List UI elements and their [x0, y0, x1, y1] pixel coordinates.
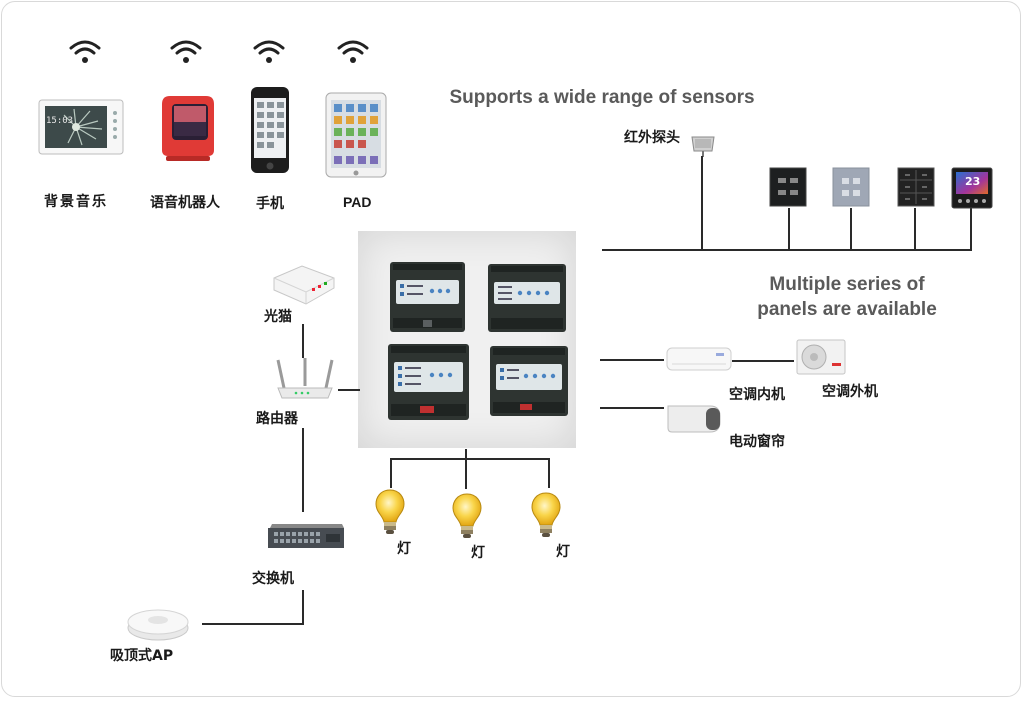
curtain-motor — [666, 400, 724, 436]
bus-drop-panel4 — [970, 208, 972, 250]
link-controller-ac — [600, 359, 664, 361]
label-router: 路由器 — [256, 411, 298, 427]
controller-module-4 — [490, 346, 568, 416]
lightbulb-icon — [451, 492, 483, 540]
tablet — [325, 92, 387, 178]
label-switch: 交换机 — [252, 571, 294, 587]
label-ir-probe: 红外探头 — [624, 130, 680, 146]
bus-line-lights — [390, 458, 550, 460]
wall-panel-black — [769, 167, 807, 207]
link-controller-curtain — [600, 407, 664, 409]
link-modem-router — [302, 324, 304, 358]
controller-module-3 — [388, 344, 469, 420]
ac-indoor-unit — [666, 347, 732, 373]
phone — [250, 86, 290, 174]
link-router-controller — [338, 389, 360, 391]
bus-drop-panel3 — [914, 208, 916, 250]
label-lamp-3: 灯 — [556, 544, 570, 560]
label-voice-robot: 语音机器人 — [150, 195, 220, 211]
wall-panel-dark — [897, 167, 935, 207]
music-clock-text: 15:03 — [46, 116, 74, 126]
label-modem: 光猫 — [264, 309, 292, 325]
link-ac-indoor-outdoor — [732, 360, 794, 362]
label-lamp-1: 灯 — [397, 541, 411, 557]
ac-outdoor-unit — [796, 339, 846, 377]
label-curtain: 电动窗帘 — [729, 434, 785, 450]
wifi-icon — [169, 38, 203, 66]
bus-drop-light1 — [390, 458, 392, 488]
link-switch-ap-horizontal — [202, 623, 304, 625]
voice-robot — [156, 94, 218, 162]
optical-modem — [272, 264, 336, 308]
bus-drop-light2 — [465, 449, 467, 489]
headline-sensors: Supports a wide range of sensors — [449, 87, 755, 108]
label-phone: 手机 — [256, 196, 284, 212]
controller-module-1 — [390, 262, 465, 332]
bus-drop-panel1 — [788, 208, 790, 250]
lightbulb-icon — [374, 488, 406, 536]
background-music-panel — [38, 99, 124, 155]
wifi-icon — [336, 38, 370, 66]
label-pad: PAD — [343, 194, 372, 210]
thermostat-reading: 23 — [965, 175, 981, 188]
label-ap: 吸顶式AP — [110, 648, 174, 664]
wifi-icon — [68, 38, 102, 66]
label-background-music: 背景音乐 — [44, 194, 108, 210]
label-lamp-2: 灯 — [471, 545, 485, 561]
bus-drop-panel2 — [850, 208, 852, 250]
bus-line-sensors — [602, 249, 972, 251]
ir-probe — [686, 133, 720, 157]
router-icon — [274, 356, 336, 402]
controller-module-2 — [488, 264, 566, 332]
wall-panel-silver — [832, 167, 870, 207]
wifi-icon — [252, 38, 286, 66]
switch-icon — [266, 522, 346, 552]
label-ac-outdoor: 空调外机 — [822, 384, 878, 400]
thermostat-panel — [951, 167, 993, 209]
link-switch-ap-vertical — [302, 590, 304, 624]
ceiling-ap — [126, 602, 190, 642]
lightbulb-icon — [530, 491, 562, 539]
headline-panels: Multiple series of panels are available — [757, 274, 937, 320]
bus-drop-ir — [701, 156, 703, 250]
label-ac-indoor: 空调内机 — [729, 387, 785, 403]
bus-drop-light3 — [548, 458, 550, 488]
link-router-switch — [302, 428, 304, 512]
